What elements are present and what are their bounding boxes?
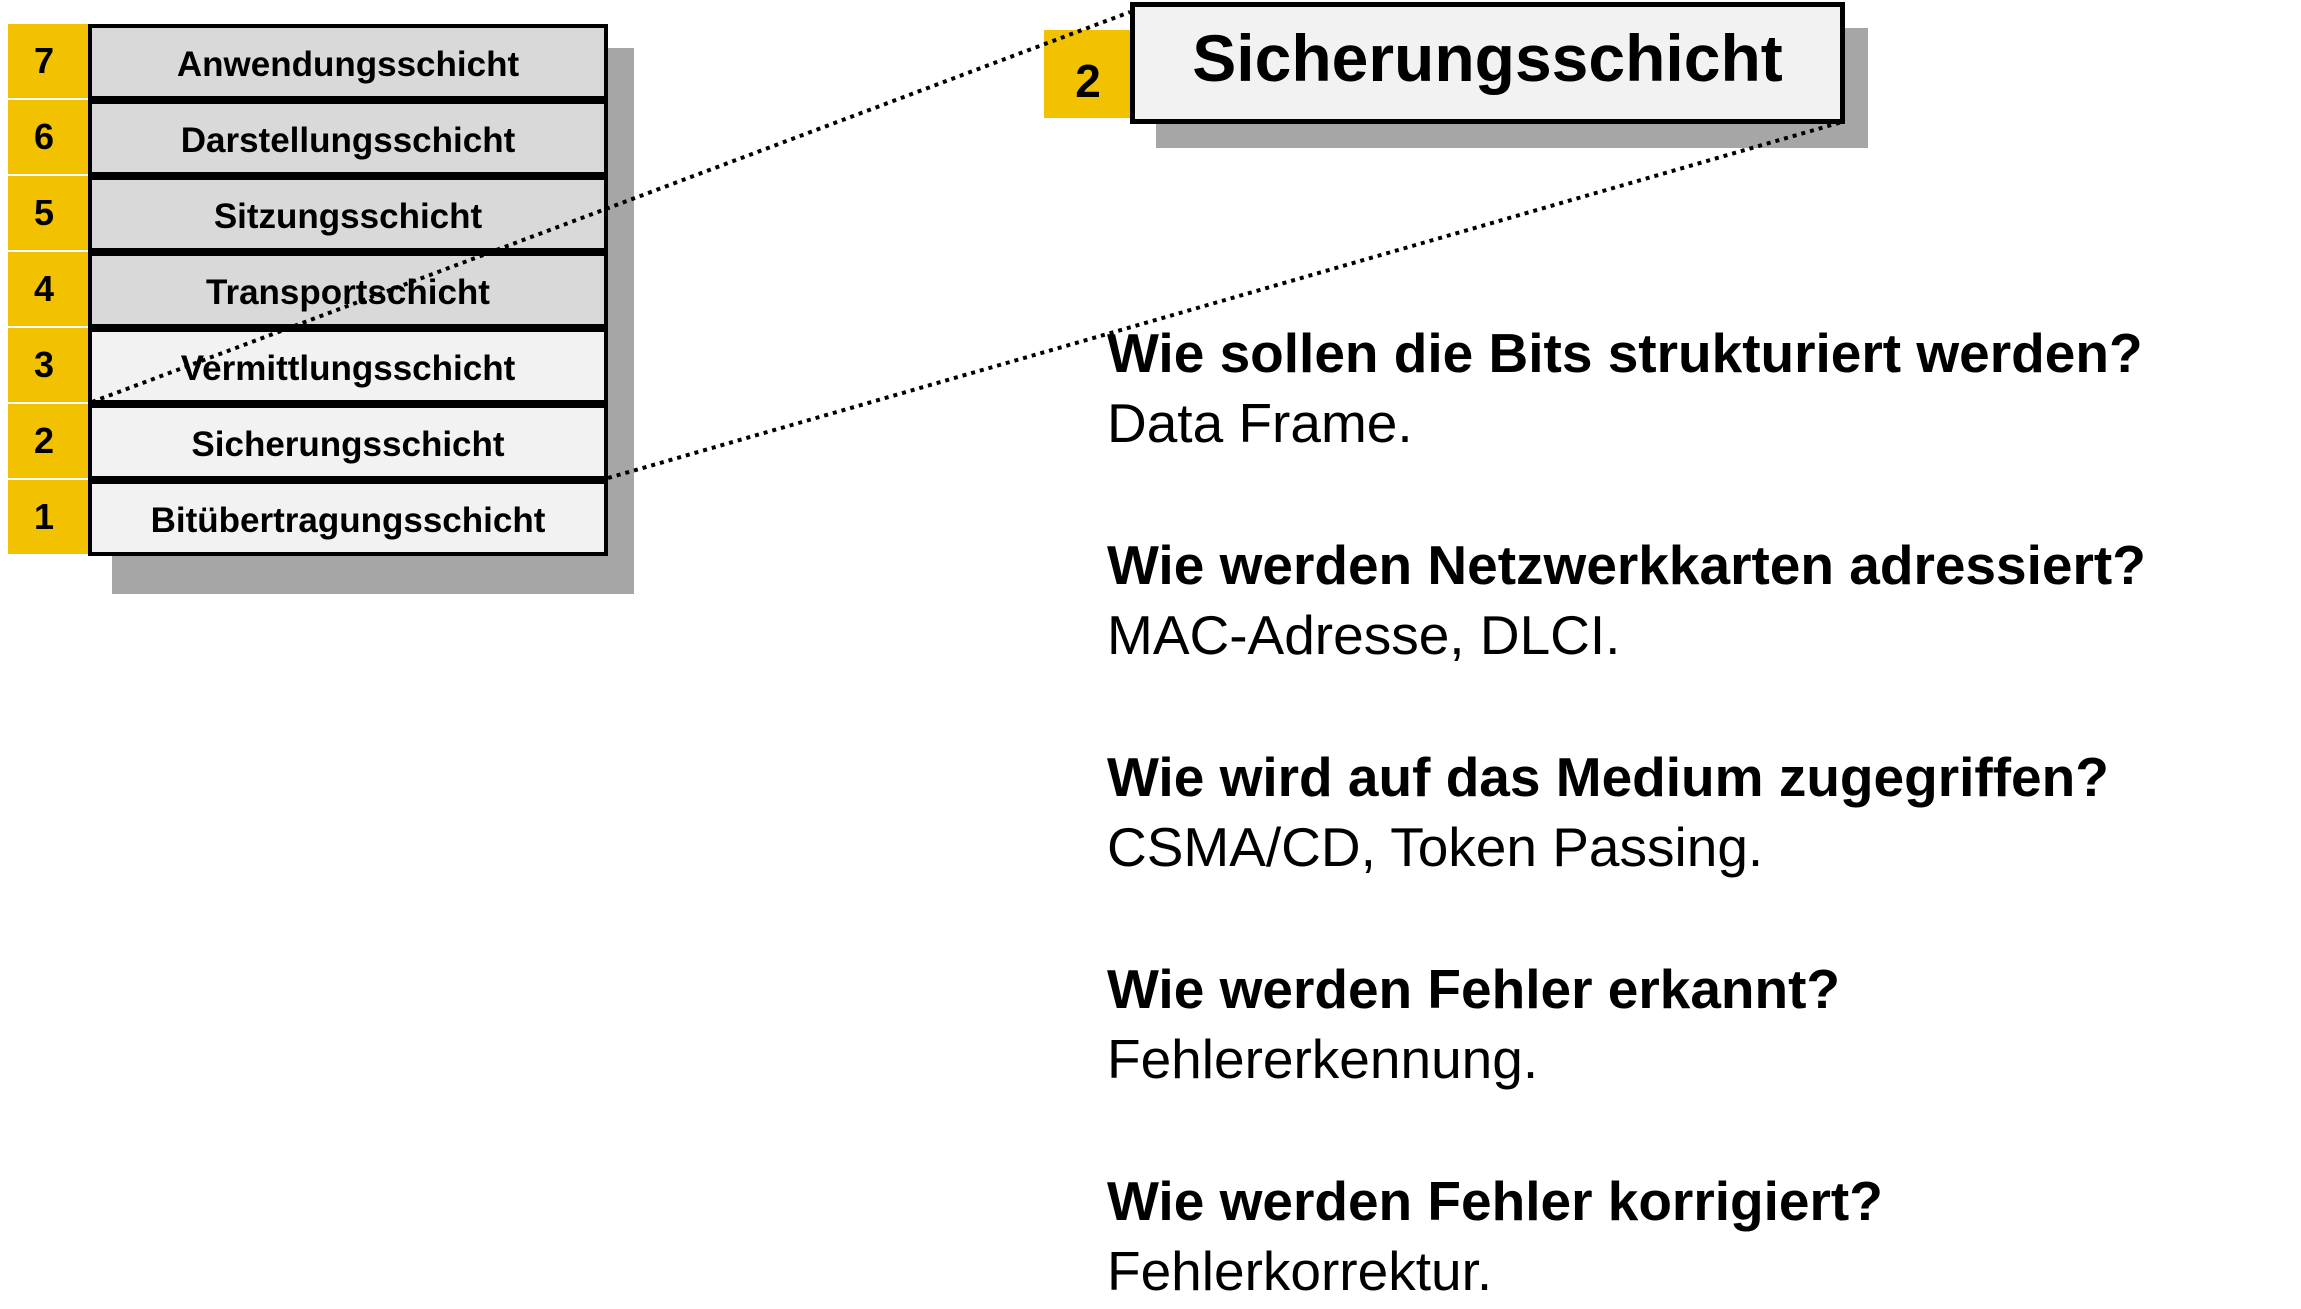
layer-number: 3 <box>8 328 90 404</box>
question: Wie werden Fehler erkannt? <box>1107 958 1841 1020</box>
answer: MAC-Adresse, DLCI. <box>1107 604 1621 666</box>
qa-block-1: Wie sollen die Bits strukturiert werden?… <box>1107 318 2297 458</box>
osi-layer-3: 3 Vermittlungsschicht <box>0 328 610 404</box>
layer-name: Anwendungsschicht <box>88 24 608 100</box>
osi-layer-4: 4 Transportschicht <box>0 252 610 328</box>
layer-name: Bitübertragungsschicht <box>88 480 608 556</box>
osi-layer-7: 7 Anwendungsschicht <box>0 24 610 100</box>
osi-layer-5: 5 Sitzungsschicht <box>0 176 610 252</box>
osi-layer-2: 2 Sicherungsschicht <box>0 404 610 480</box>
layer-name: Sicherungsschicht <box>88 404 608 480</box>
qa-block-4: Wie werden Fehler erkannt? Fehlererkennu… <box>1107 954 2297 1094</box>
layer-number: 5 <box>8 176 90 252</box>
qa-block-3: Wie wird auf das Medium zugegriffen? CSM… <box>1107 742 2297 882</box>
layer-name: Transportschicht <box>88 252 608 328</box>
layer-name: Vermittlungsschicht <box>88 328 608 404</box>
osi-layer-6: 6 Darstellungsschicht <box>0 100 610 176</box>
layer-number: 7 <box>8 24 90 100</box>
layer-number: 2 <box>8 404 90 480</box>
layer-number: 4 <box>8 252 90 328</box>
layer-number: 6 <box>8 100 90 176</box>
question: Wie werden Netzwerkkarten adressiert? <box>1107 534 2146 596</box>
qa-block-5: Wie werden Fehler korrigiert? Fehlerkorr… <box>1107 1166 2297 1306</box>
answer: Fehlerkorrektur. <box>1107 1240 1493 1302</box>
osi-layer-1: 1 Bitübertragungsschicht <box>0 480 610 556</box>
question: Wie sollen die Bits strukturiert werden? <box>1107 322 2143 384</box>
layer-number: 1 <box>8 480 90 556</box>
question: Wie wird auf das Medium zugegriffen? <box>1107 746 2109 808</box>
detail-layer-number: 2 <box>1044 30 1132 118</box>
answer: Data Frame. <box>1107 392 1413 454</box>
layer-name: Darstellungsschicht <box>88 100 608 176</box>
question: Wie werden Fehler korrigiert? <box>1107 1170 1883 1232</box>
qa-block-2: Wie werden Netzwerkkarten adressiert? MA… <box>1107 530 2297 670</box>
answer: Fehlererkennung. <box>1107 1028 1539 1090</box>
layer-name: Sitzungsschicht <box>88 176 608 252</box>
detail-title: Sicherungsschicht <box>1130 2 1845 124</box>
answer: CSMA/CD, Token Passing. <box>1107 816 1764 878</box>
